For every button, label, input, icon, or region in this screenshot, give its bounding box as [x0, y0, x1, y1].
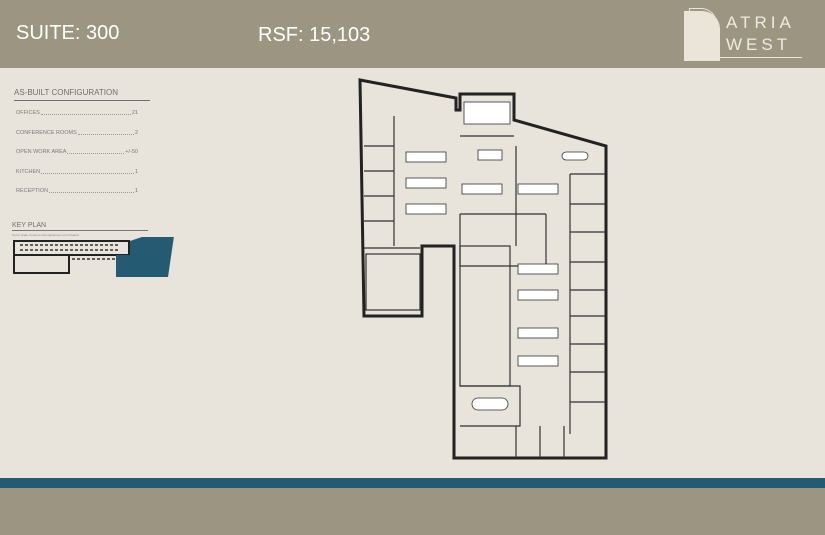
key-plan-title: KEY PLAN [12, 222, 148, 231]
key-plan-highlight [116, 236, 174, 277]
config-value: 1 [134, 188, 138, 194]
config-value: 2 [134, 129, 138, 136]
key-plan-note: Not to scale; furniture and appliances n… [12, 233, 79, 237]
key-plan: KEY PLAN Not to scale; furniture and app… [12, 222, 174, 287]
logo-line1: ATRIA [726, 13, 795, 32]
suite-number: SUITE: 300 [16, 22, 120, 44]
logo-outline-icon [689, 8, 717, 60]
config-value: 1 [134, 168, 138, 175]
config-row: KITCHEN 1 [16, 169, 138, 175]
config-row: OPEN WORK AREA +/-50 [16, 149, 138, 155]
config-row: OFFICES 21 [16, 110, 138, 116]
config-title: AS-BUILT CONFIGURATION [14, 88, 150, 101]
config-value: +/-50 [125, 149, 138, 155]
accent-stripe [0, 478, 825, 488]
rsf-value: RSF: 15,103 [258, 24, 371, 46]
config-label: KITCHEN [16, 168, 41, 175]
config-row: RECEPTION 1 [16, 188, 138, 194]
floor-plan [358, 78, 608, 460]
key-plan-map [13, 236, 174, 277]
config-label: RECEPTION [16, 188, 49, 194]
footer-band [0, 488, 825, 535]
logo-underline [720, 57, 802, 58]
logo-line2: WEST [726, 35, 792, 54]
header: SUITE: 300 RSF: 15,103 ATRIA WEST [0, 0, 825, 68]
config-label: OFFICES [16, 110, 40, 116]
config-row: CONFERENCE ROOMS 2 [16, 130, 138, 136]
config-value: 21 [131, 110, 138, 116]
atria-west-logo: ATRIA WEST [684, 8, 804, 62]
config-label: OPEN WORK AREA [16, 149, 67, 155]
config-label: CONFERENCE ROOMS [16, 129, 77, 136]
